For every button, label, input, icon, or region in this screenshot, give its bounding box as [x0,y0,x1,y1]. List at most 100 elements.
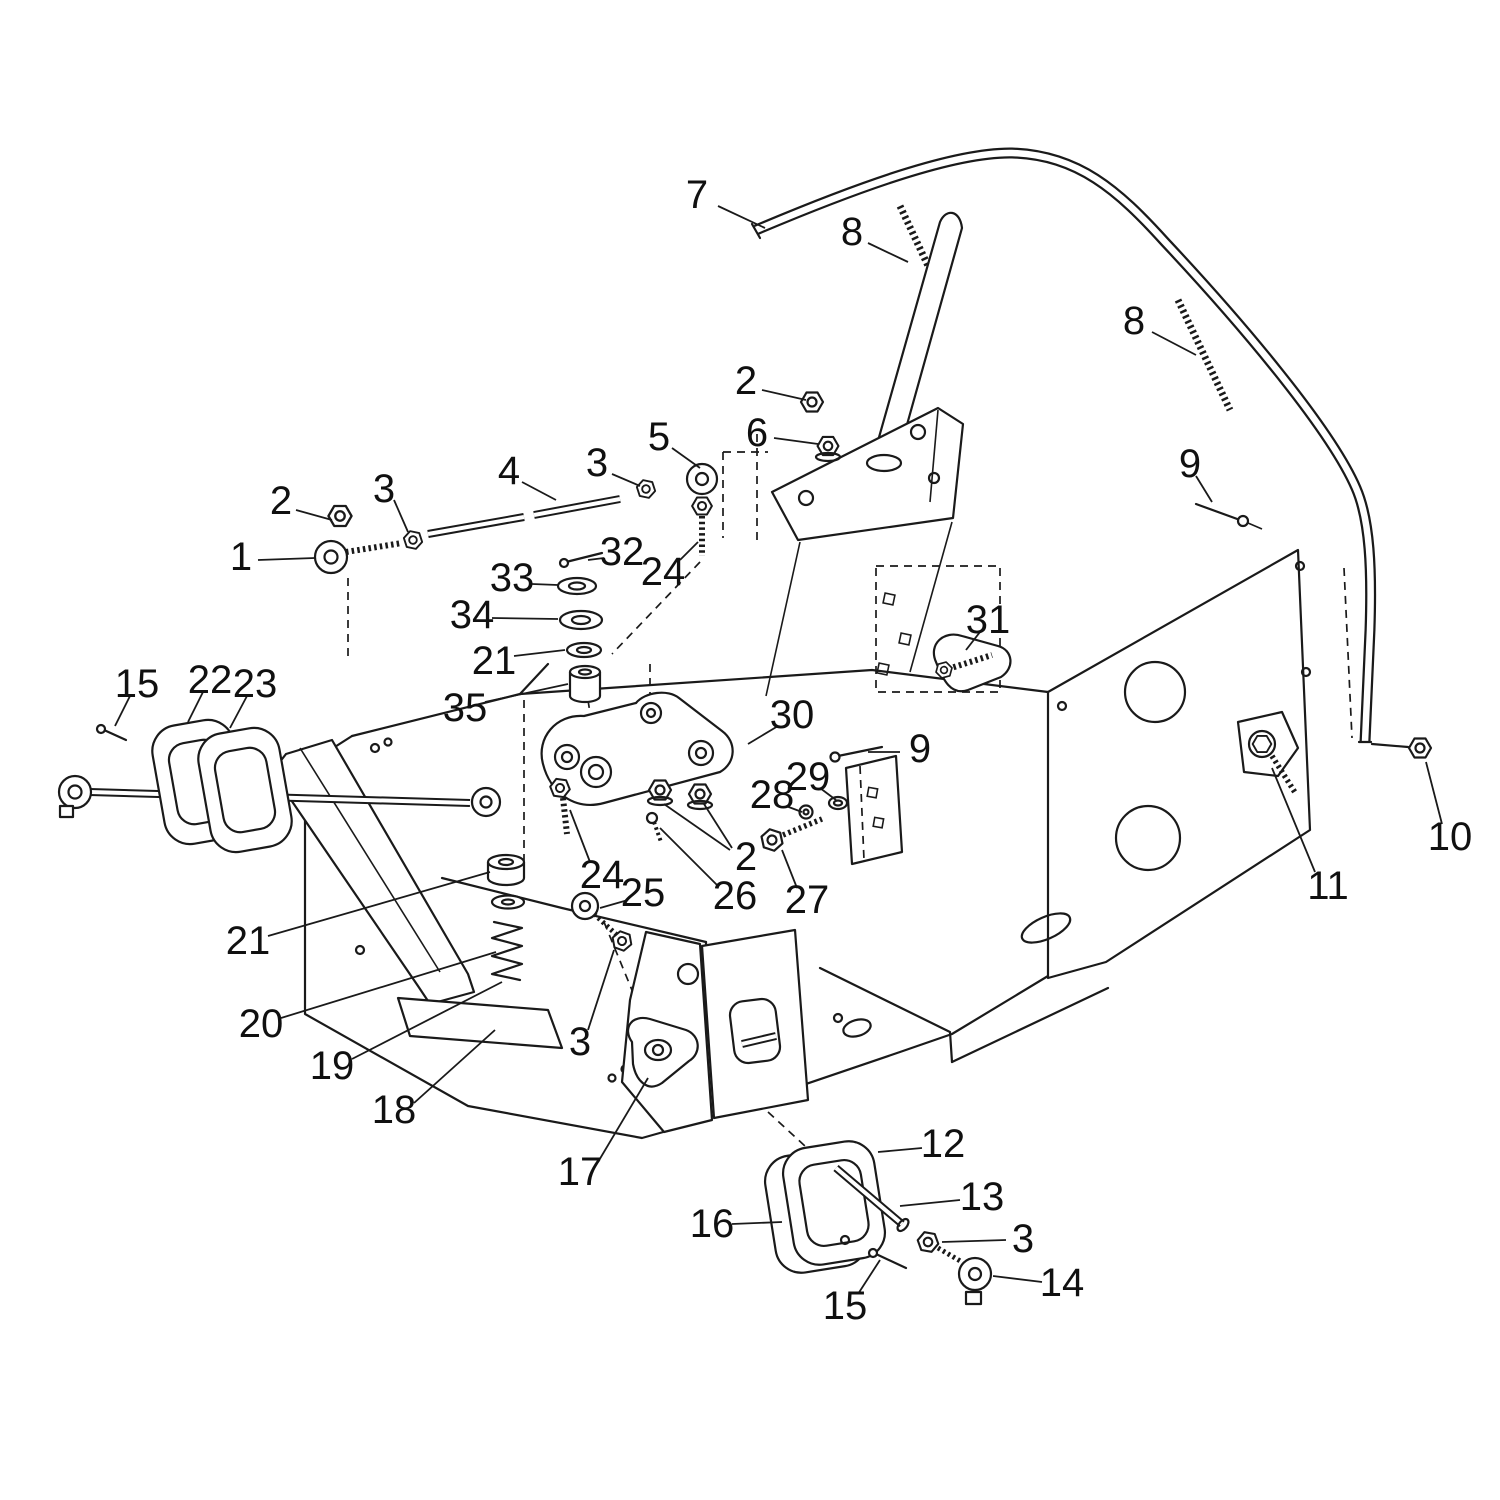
callout-leader-line [731,1221,783,1225]
callout-20: 20 [239,951,497,1046]
chassis-side-panel [1020,548,1312,980]
callout-leader-line [393,499,409,533]
callout-29: 29 [786,755,837,801]
callout-label-22: 22 [188,658,233,702]
left-support-arm [270,737,476,1006]
callout-17: 17 [558,1077,649,1194]
callout-leader-line [569,809,591,863]
callout-32: 32 [587,530,645,574]
callout-34: 34 [450,593,559,637]
callout-leader-line [257,557,316,561]
callout-leader-line [899,1199,961,1207]
callout-13: 13 [899,1175,1004,1219]
rear-mount-assembly [763,1140,993,1306]
callout-leader-line [717,205,766,229]
callout-leader-line [659,827,719,887]
callout-label-3: 3 [569,1020,591,1064]
rod-end-25 [570,891,620,938]
callout-leader-line [857,1259,881,1295]
callout-label-24: 24 [580,853,625,897]
callout-label-32: 32 [600,530,645,574]
bolt-24-upper [691,496,713,556]
callout-6: 6 [746,411,819,455]
callout-31: 31 [965,598,1010,651]
callout-label-2: 2 [270,479,292,523]
callout-11: 11 [1271,767,1349,908]
callout-leader-line [941,1239,1007,1243]
callout-label-16: 16 [690,1202,735,1246]
callout-leader-line [491,617,559,620]
grommet-23 [197,726,293,854]
mount-plate [844,754,904,866]
callout-label-4: 4 [498,449,520,493]
callout-label-29: 29 [786,755,831,799]
bracket-17 [626,1016,699,1088]
callout-leader-line [663,803,731,851]
bolt-24-lower [549,777,571,835]
callout-3: 3 [941,1217,1034,1261]
cotter-pin-15-left [95,723,128,742]
callout-16: 16 [690,1202,783,1246]
callout-leader-line [599,899,629,909]
callout-label-34: 34 [450,593,495,637]
callout-label-26: 26 [713,874,758,918]
cotter-pin-9-right [1194,502,1263,530]
callout-15: 15 [823,1259,881,1328]
callout-leader-line [703,803,733,849]
callout-leader-line [351,981,503,1060]
callout-label-9: 9 [1179,442,1201,486]
callout-leader-line [1425,761,1443,825]
pad-plate-18 [396,996,564,1050]
callout-leader-line [521,481,557,501]
callout-label-5: 5 [648,415,670,459]
callout-label-23: 23 [233,662,278,706]
callout-24: 24 [641,541,699,594]
callout-25: 25 [599,871,665,915]
screw-26 [645,811,663,843]
callout-label-14: 14 [1040,1261,1085,1305]
callout-18: 18 [372,1029,496,1132]
washer-19 [490,894,526,910]
callout-27: 27 [781,849,829,922]
spacer-35 [568,664,602,704]
washer-34 [558,609,604,631]
callout-33: 33 [490,556,559,600]
callout-8: 8 [1123,299,1197,356]
threaded-rod-8-right [1174,298,1234,412]
washer-29 [827,795,849,811]
callout-leader-line [992,1275,1043,1283]
callout-leader-line [597,1077,649,1163]
callout-9: 9 [1179,442,1213,503]
callout-15: 15 [114,662,160,727]
callout-26: 26 [659,827,758,918]
callout-label-11: 11 [1307,864,1349,908]
callout-21: 21 [226,871,491,963]
callout-leader-line [295,509,333,521]
callout-2: 2 [270,479,333,523]
callout-label-15: 15 [115,662,160,706]
flange-bolt-11 [1236,710,1300,796]
callout-leader-line [965,631,981,651]
nut-2-left [327,504,353,528]
cotter-pin-9-center [829,745,884,763]
callout-leader-line [587,949,615,1031]
callout-label-21: 21 [472,639,517,683]
callout-8: 8 [841,210,909,263]
callout-35: 35 [443,683,569,730]
nut-6 [814,435,842,463]
tie-rod-assembly [313,462,719,575]
bushing-21-upper [565,641,603,659]
washer-28 [798,804,814,820]
callout-label-18: 18 [372,1088,417,1132]
callout-2: 2 [735,359,807,403]
nut-2-pair [646,779,714,811]
callout-label-10: 10 [1428,815,1473,859]
callout-label-3: 3 [1012,1217,1034,1261]
callout-label-3: 3 [586,441,608,485]
flag-nut-31 [932,633,1012,693]
cotter-pin-32 [558,551,604,569]
callout-leader-line [671,447,701,469]
callout-3: 3 [586,441,641,487]
